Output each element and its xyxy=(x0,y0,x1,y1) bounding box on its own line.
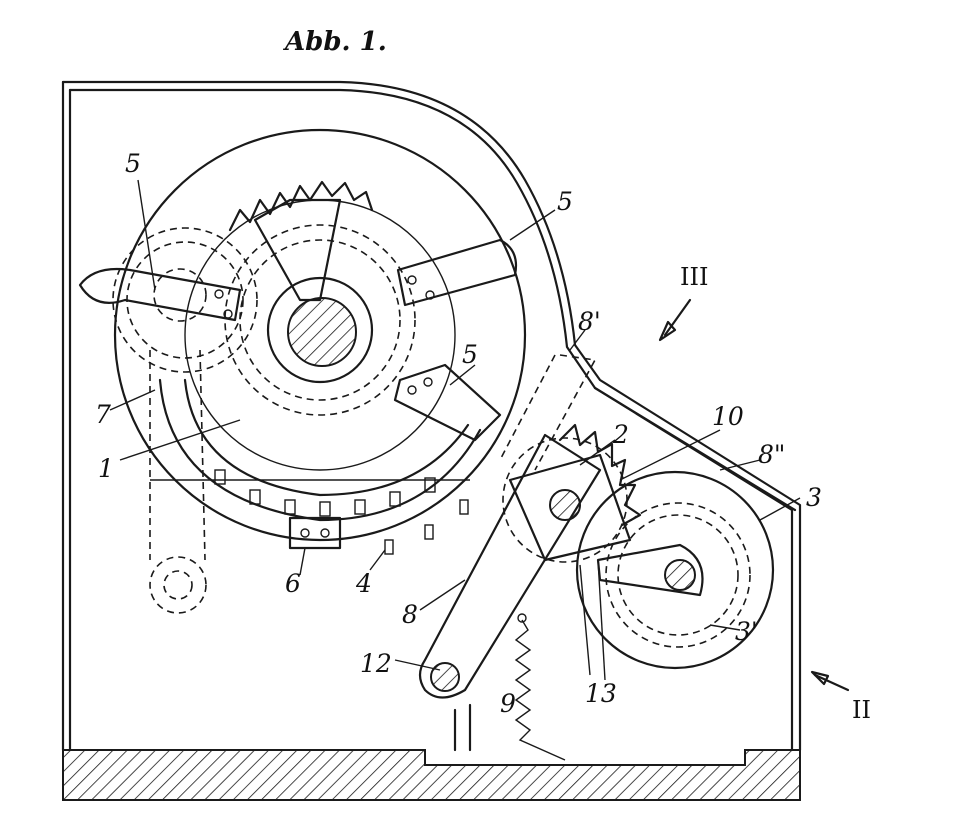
ratchet-wheel xyxy=(502,423,642,563)
label-1: 1 xyxy=(98,454,114,483)
label-10: 10 xyxy=(712,402,744,431)
label-8-prime: 8' xyxy=(578,307,601,336)
support-post xyxy=(453,703,472,752)
label-12: 12 xyxy=(360,649,392,678)
arrow-II xyxy=(810,670,850,692)
label-5-left: 5 xyxy=(125,149,141,178)
label-III: III xyxy=(680,263,708,291)
label-3-prime: 3' xyxy=(735,617,758,646)
label-II: II xyxy=(852,696,871,724)
central-gear xyxy=(224,198,416,416)
pawl-arm-lower xyxy=(393,363,502,442)
label-13: 13 xyxy=(585,679,617,708)
label-9: 9 xyxy=(500,689,516,718)
label-8-double-prime: 8" xyxy=(758,440,785,469)
label-3: 3 xyxy=(806,483,822,512)
left-gear xyxy=(112,227,258,373)
block xyxy=(288,516,342,550)
label-2: 2 xyxy=(612,420,629,449)
pawl-arm-top-right xyxy=(396,238,518,307)
lever-8 xyxy=(418,354,602,699)
main-disc xyxy=(113,128,527,555)
base-plate xyxy=(62,749,801,801)
arrow-III xyxy=(658,298,692,342)
label-7: 7 xyxy=(95,400,111,429)
labels: 5 5 5 7 1 6 4 8' 2 10 8" 3 3' 8 12 9 13 … xyxy=(95,149,871,724)
housing xyxy=(61,80,802,752)
leader-lines xyxy=(109,179,801,681)
label-5-right: 5 xyxy=(557,187,573,216)
dashed-lever xyxy=(149,349,207,614)
figure-title: Abb. 1. xyxy=(282,27,387,57)
label-6: 6 xyxy=(285,569,301,598)
pawl-arm-top-left xyxy=(78,267,242,322)
label-5-lower: 5 xyxy=(462,340,478,369)
disc-3 xyxy=(575,470,775,676)
label-8: 8 xyxy=(402,600,418,629)
spring xyxy=(514,613,566,761)
label-4: 4 xyxy=(355,569,372,598)
